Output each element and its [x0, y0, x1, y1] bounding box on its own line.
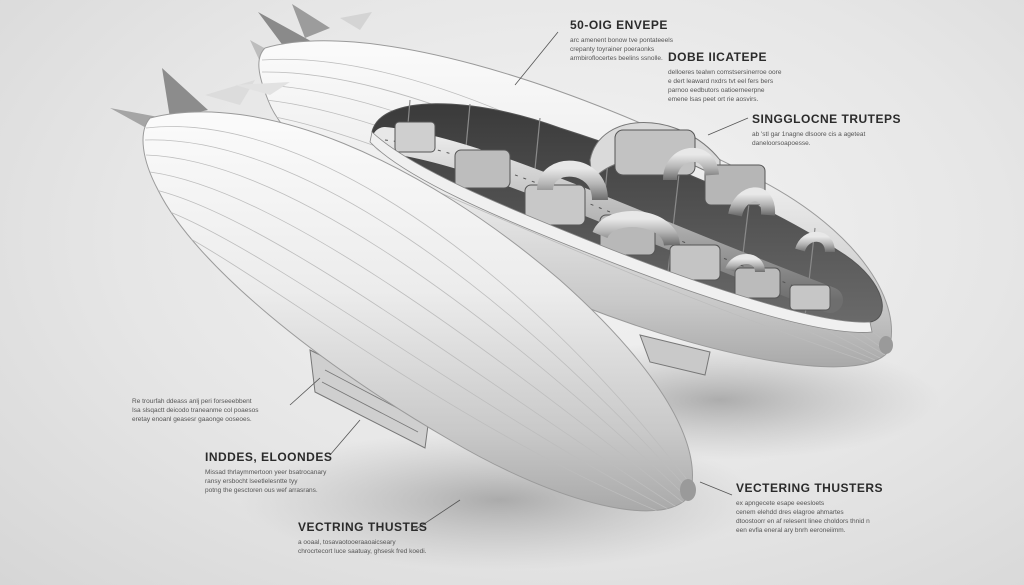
callout-vectring-title: VECTRING THUSTES	[298, 520, 428, 534]
callout-line: crepanty toyrainer poeraonks	[570, 46, 655, 53]
callout-singglocne: SINGGLOCNE TRUTEPS ab 'stl gar 1nagne dl…	[752, 112, 901, 148]
callout-vectring-body: a ooaal, tosavaotooeraaoaicseary chrocrt…	[298, 538, 427, 556]
front-airship	[110, 68, 696, 512]
back-engine-assembly	[372, 121, 843, 313]
callout-vectering: VECTERING THUSTERS ex apngecete esape ee…	[736, 481, 883, 535]
callout-line: emene lsas peet ort rie aosvirs.	[668, 96, 759, 103]
callout-inddes-title: INDDES, ELOONDES	[205, 450, 333, 464]
front-top-fin	[162, 68, 208, 118]
callout-line: chrocrtecort luce saatuay, ghsesk fred k…	[298, 548, 427, 555]
back-airship-cutaway	[250, 4, 893, 376]
callout-inddes-body: Missad thrlaymmertoon yeer bsatrocanary …	[205, 468, 332, 495]
callout-line: eretay enoanl geasesr gaaonge ooseoes.	[132, 416, 252, 423]
callout-line: a ooaal, tosavaotooeraaoaicseary	[298, 539, 396, 546]
callout-dobe: DOBE IICATEPE delloeres tealwn comstsers…	[668, 50, 781, 104]
callout-left-text-body: Re trourfah ddeass anlj peri forseeebben…	[132, 397, 258, 424]
callout-line: daneloorsoapoesse.	[752, 140, 811, 147]
back-cut-edge	[369, 131, 873, 333]
front-hull	[142, 111, 693, 512]
callout-line: potng the gesctoren ous wef arrasrans.	[205, 487, 318, 494]
callout-envelope-body: arc amenent bonow tve pontateeels crepan…	[570, 36, 673, 63]
callout-vectring: VECTRING THUSTES a ooaal, tosavaotooeraa…	[298, 520, 427, 556]
callout-singglocne-body: ab 'stl gar 1nagne dlsoore cis a ageteat…	[752, 130, 901, 148]
callout-singglocne-title: SINGGLOCNE TRUTEPS	[752, 112, 902, 126]
callout-line: cenem elehdd dres elagroe ahmartes	[736, 509, 844, 516]
callout-inddes: INDDES, ELOONDES Missad thrlaymmertoon y…	[205, 450, 332, 495]
front-right-fin	[205, 80, 255, 105]
callout-left-text: Re trourfah ddeass anlj peri forseeebben…	[132, 397, 258, 424]
callout-line: Missad thrlaymmertoon yeer bsatrocanary	[205, 469, 327, 476]
callout-envelope-title: 50-OIG ENVEPE	[570, 18, 668, 32]
callout-line: delloeres tealwn comstsersinerroe oore	[668, 69, 782, 76]
callout-line: e dert leaward nxdrs tvt eel fers bers	[668, 78, 774, 85]
callout-line: ex apngecete esape eeesloets	[736, 500, 825, 507]
callout-line: dtoostoorr en af relesent linee choldors…	[736, 518, 870, 525]
leader-lines	[289, 31, 749, 531]
callout-vectering-body: ex apngecete esape eeesloets cenem elehd…	[736, 499, 883, 535]
callout-line: armbiroflocertes beelins ssnolle.	[570, 55, 663, 62]
back-nose-cap	[879, 336, 893, 354]
callout-line: ab 'stl gar 1nagne dlsoore cis a ageteat	[752, 131, 866, 138]
callout-line: Re trourfah ddeass anlj peri forseeebben…	[132, 398, 252, 405]
callout-line: ransy ersbocht lseetlelesntte tyy	[205, 478, 298, 485]
front-nose-cap	[680, 479, 696, 501]
callout-dobe-body: delloeres tealwn comstsersinerroe oore e…	[668, 68, 781, 104]
callout-line: parnoo eedbutors oatioerneerpne	[668, 87, 765, 94]
callout-line: Isa slsqactt deicodo traneanme col poaes…	[132, 407, 259, 414]
callout-dobe-title: DOBE IICATEPE	[668, 50, 767, 64]
callout-envelope: 50-OIG ENVEPE arc amenent bonow tve pont…	[570, 18, 673, 63]
callout-line: arc amenent bonow tve pontateeels	[570, 37, 673, 44]
callout-line: een evfia eneral ary bnrh eeroneiimm.	[736, 527, 846, 534]
callout-vectering-title: VECTERING THUSTERS	[736, 481, 884, 495]
back-side-fin	[340, 12, 372, 30]
front-tail-stabilizer	[235, 82, 290, 95]
back-gondola	[639, 334, 711, 376]
back-top-fin	[292, 4, 330, 38]
